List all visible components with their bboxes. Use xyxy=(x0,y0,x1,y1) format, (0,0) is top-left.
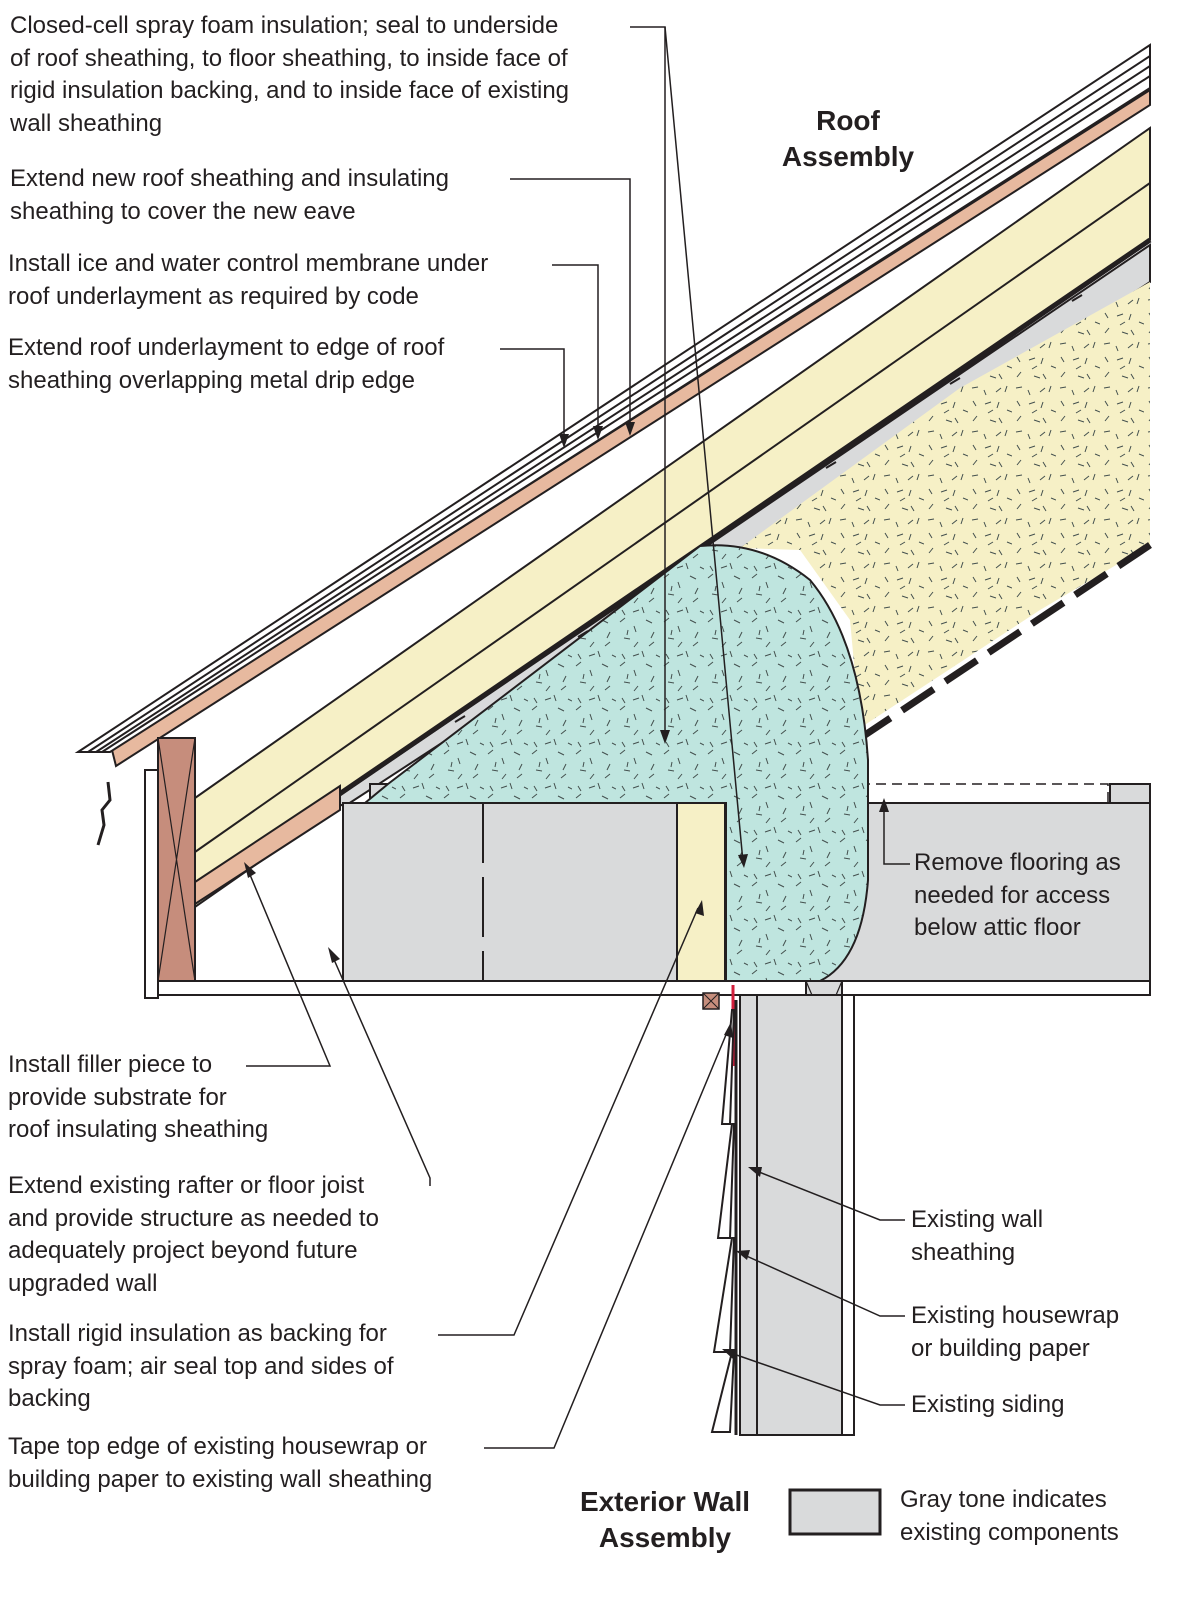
rim-blocking-x xyxy=(702,992,720,1010)
callout-extend-sheathing: Extend new roof sheathing and insulating… xyxy=(10,165,449,225)
roof-shingles xyxy=(74,43,1151,753)
callout-ice-water: Install ice and water control membrane u… xyxy=(8,250,489,310)
eave-blocking-x xyxy=(157,737,196,982)
callout-extend-rafter: Extend existing rafter or floor joist an… xyxy=(8,1172,379,1297)
callout-housewrap: Existing housewrap or building paper xyxy=(911,1302,1120,1362)
callout-filler-piece: Install filler piece to provide substrat… xyxy=(8,1051,269,1143)
drip-edge xyxy=(96,781,112,846)
callout-tape-housewrap: Tape top edge of existing housewrap or b… xyxy=(8,1433,433,1493)
wall-interior-finish xyxy=(841,994,855,1436)
wall-stud xyxy=(756,994,843,1436)
legend-text: Gray tone indicates existing components xyxy=(900,1486,1119,1546)
leader-lines xyxy=(246,26,910,1449)
existing-wall-sheathing xyxy=(739,994,758,1436)
rafter-membrane xyxy=(336,237,1152,798)
ceiling-line xyxy=(157,980,1151,996)
roof-assembly-title: Roof Assembly xyxy=(781,105,915,172)
callout-siding: Existing siding xyxy=(911,1391,1065,1418)
insulation-boundary-dashed xyxy=(818,542,1152,768)
callout-remove-flooring: Remove flooring as needed for access bel… xyxy=(914,849,1121,941)
legend-swatch xyxy=(788,1488,882,1536)
rigid-insulation-backing xyxy=(676,802,726,982)
leader-arrowheads xyxy=(244,422,889,1359)
callout-spray-foam: Closed-cell spray foam insulation; seal … xyxy=(10,12,570,137)
removed-flooring-dashed xyxy=(811,783,1109,804)
insulation-layer-line xyxy=(194,182,1151,853)
callout-wall-sheathing: Existing wall sheathing xyxy=(911,1206,1044,1266)
wall-assembly-title: Exterior Wall Assembly xyxy=(579,1486,751,1553)
callout-underlayment: Extend roof underlayment to edge of roof… xyxy=(8,334,445,394)
existing-siding xyxy=(710,1009,736,1433)
eave-fascia xyxy=(144,769,159,999)
attic-loose-insulation xyxy=(740,282,1150,728)
callout-rigid-backing: Install rigid insulation as backing for … xyxy=(8,1320,394,1412)
